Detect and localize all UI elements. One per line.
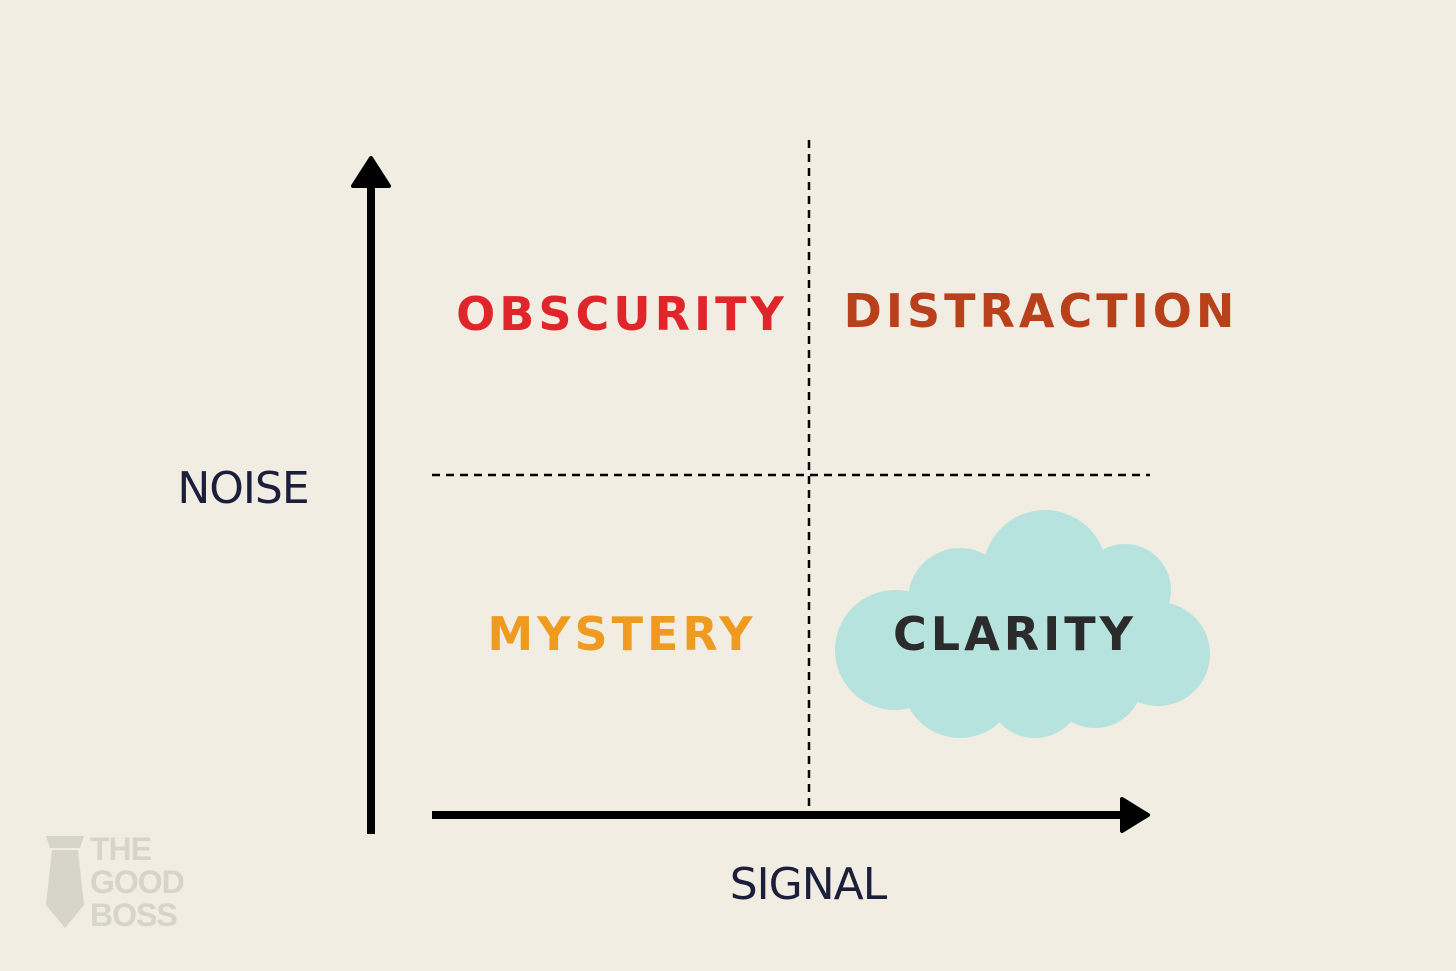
x-axis-label: SIGNAL — [730, 859, 888, 910]
logo-line-the: THE — [90, 831, 152, 867]
logo-line-boss: BOSS — [90, 897, 177, 933]
quadrant-label-clarity: CLARITY — [893, 607, 1137, 661]
quadrant-label-obscurity: OBSCURITY — [456, 287, 788, 341]
y-axis-label: NOISE — [177, 463, 308, 514]
x-axis-arrowhead — [1120, 797, 1150, 833]
y-axis — [351, 156, 391, 834]
brand-logo: THE GOOD BOSS — [46, 831, 185, 933]
quadrant-label-mystery: MYSTERY — [487, 607, 756, 661]
quadrant-label-distraction: DISTRACTION — [844, 284, 1239, 338]
tie-icon — [46, 836, 84, 928]
x-axis — [432, 797, 1150, 833]
y-axis-arrowhead — [351, 156, 391, 188]
logo-line-good: GOOD — [90, 864, 184, 900]
cloud-highlight — [835, 510, 1210, 738]
